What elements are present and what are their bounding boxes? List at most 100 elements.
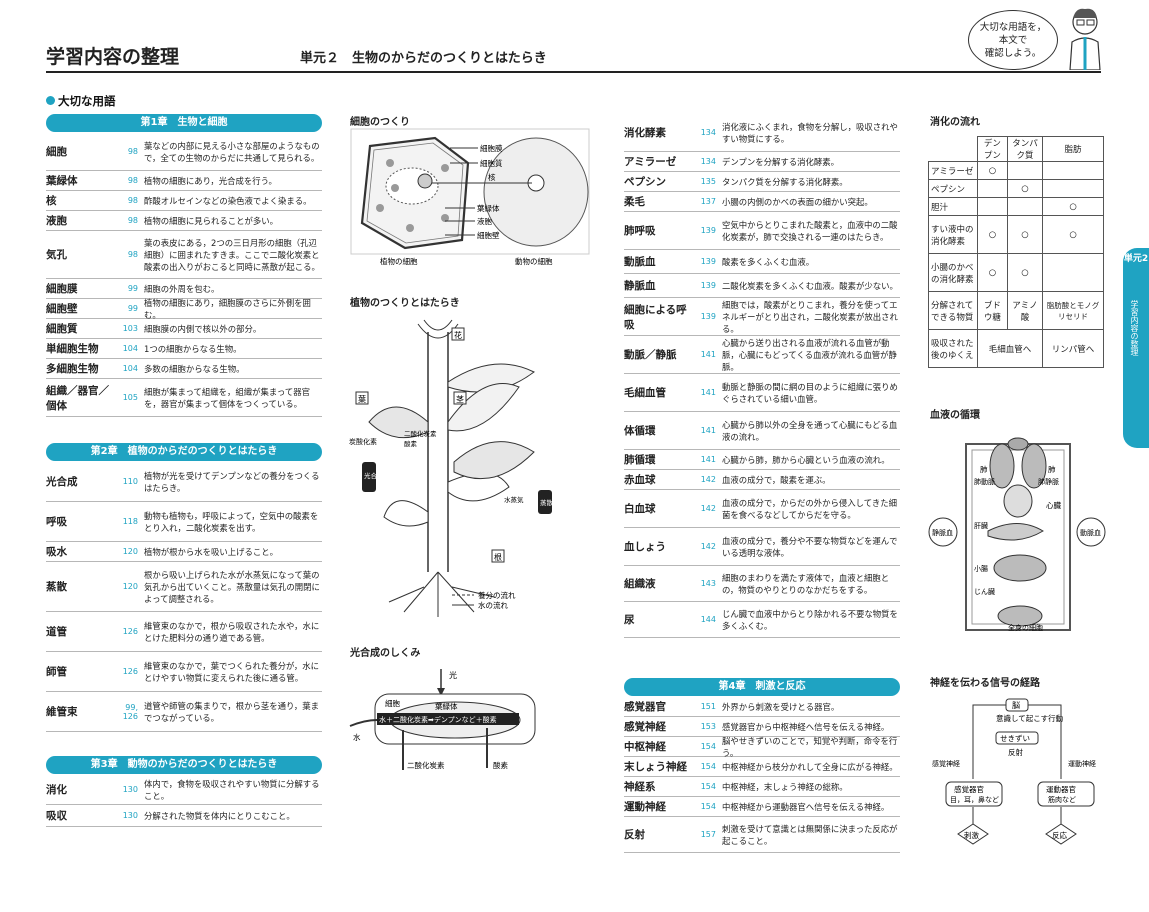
glossary-page-ref[interactable]: 130 [122, 785, 138, 794]
glossary-page-ref[interactable]: 139 [700, 312, 716, 321]
glossary-page-ref[interactable]: 99, 126 [122, 702, 138, 721]
cell-label: 葉緑体 [477, 203, 500, 213]
glossary-page-ref[interactable]: 139 [700, 257, 716, 266]
unit-side-tab[interactable]: 単元2 学習内容の整理 [1123, 248, 1149, 448]
plant-label: 葉 [358, 394, 366, 404]
glossary-page-ref[interactable]: 126 [122, 667, 138, 676]
glossary-description: 刺激を受けて意識とは無関係に決まった反応が起こること。 [722, 823, 898, 846]
blood-label: 肺静脈 [1038, 477, 1059, 486]
chapter-1-header: 第1章 生物と細胞 [46, 114, 322, 132]
digestion-cell: ○ [1006, 215, 1044, 254]
glossary-page-ref[interactable]: 141 [700, 350, 716, 359]
glossary-page-ref[interactable]: 135 [700, 177, 716, 186]
glossary-description: 酢酸オルセインなどの染色液でよく染まる。 [144, 195, 312, 206]
glossary-page-ref[interactable]: 99 [127, 304, 138, 313]
plant-cell-caption: 植物の細胞 [380, 256, 418, 266]
glossary-page-ref[interactable]: 144 [700, 615, 716, 624]
glossary-page-ref[interactable]: 141 [700, 388, 716, 397]
glossary-page-ref[interactable]: 134 [700, 157, 716, 166]
digestion-cell [1042, 161, 1104, 180]
glossary-term: 感覚神経 [624, 721, 666, 733]
glossary-page-ref[interactable]: 99 [127, 284, 138, 293]
glossary-page-ref[interactable]: 120 [122, 582, 138, 591]
glossary-page-ref[interactable]: 154 [700, 762, 716, 771]
equation-label: 水＋二酸化炭素➡デンプンなど＋酸素 [379, 715, 497, 724]
digestion-row-label: すい液中の消化酵素 [928, 215, 978, 254]
blood-label: 動脈血 [1080, 528, 1101, 537]
glossary-description: 葉の表皮にある，2つの三日月形の細胞（孔辺細胞）に囲まれたすきま。ここで二酸化炭… [144, 237, 320, 272]
glossary-page-ref[interactable]: 141 [700, 455, 716, 464]
glossary-page-ref[interactable]: 98 [127, 147, 138, 156]
plant-box: 二酸化炭素 [404, 429, 437, 438]
glossary-page-ref[interactable]: 154 [700, 742, 716, 751]
glossary-page-ref[interactable]: 141 [700, 426, 716, 435]
cell-label: 細胞壁 [477, 230, 500, 240]
glossary-term: 組織液 [624, 578, 656, 590]
blood-label: 心臓 [1046, 500, 1062, 510]
glossary-term: 体循環 [624, 425, 656, 437]
glossary-page-ref[interactable]: 118 [122, 517, 138, 526]
glossary-term: 細胞壁 [46, 303, 78, 315]
glossary-page-ref[interactable]: 130 [122, 811, 138, 820]
digestion-col-header: 脂肪 [1042, 136, 1104, 162]
glossary-page-ref[interactable]: 139 [700, 281, 716, 290]
glossary-page-ref[interactable]: 104 [122, 344, 138, 353]
glossary-heading-text: 大切な用語 [58, 94, 116, 108]
glossary-term: 細胞質 [46, 323, 78, 335]
glossary-description: 動物も植物も，呼吸によって，空気中の酸素をとり入れ，二酸化炭素を出す。 [144, 510, 319, 533]
glossary-term: 細胞 [46, 146, 67, 158]
glossary-description: 空気中からとりこまれた酸素と，血液中の二酸化炭素が，肺で交換される一連のはたらき… [722, 219, 898, 242]
legend-nutrient: 養分の流れ [478, 590, 516, 600]
glossary-description: 酸素を多くふくむ血液。 [722, 256, 815, 267]
cell-label: 細胞質 [480, 158, 503, 168]
digestion-table: デンプン タンパク質 脂肪 アミラーゼ○ ペプシン○ 胆汁○ すい液中の消化酵素… [928, 136, 1104, 368]
glossary-page-ref[interactable]: 142 [700, 475, 716, 484]
digestion-cell: ○ [1042, 215, 1104, 254]
glossary-page-ref[interactable]: 105 [122, 393, 138, 402]
glossary-description: 植物が光を受けてデンプンなどの養分をつくるはたらき。 [144, 470, 320, 493]
glossary-page-ref[interactable]: 157 [700, 830, 716, 839]
glossary-page-ref[interactable]: 98 [127, 176, 138, 185]
glossary-page-ref[interactable]: 98 [127, 196, 138, 205]
speech-bubble: 大切な用語を， 本文で 確認しよう。 [968, 10, 1058, 70]
glossary-page-ref[interactable]: 126 [122, 627, 138, 636]
chloroplast-label: 葉緑体 [435, 701, 458, 711]
glossary-page-ref[interactable]: 120 [122, 547, 138, 556]
page-title: 学習内容の整理 [46, 46, 180, 68]
glossary-page-ref[interactable]: 104 [122, 364, 138, 373]
glossary-page-ref[interactable]: 110 [122, 477, 138, 486]
glossary-page-ref[interactable]: 142 [700, 542, 716, 551]
blood-label: 肺 [1048, 465, 1056, 474]
glossary-page-ref[interactable]: 142 [700, 504, 716, 513]
nerve-label: 目，耳，鼻など [950, 795, 999, 804]
glossary-term: 消化 [46, 784, 67, 796]
glossary-page-ref[interactable]: 103 [122, 324, 138, 333]
chapter-2-header: 第2章 植物のからだのつくりとはたらき [46, 443, 322, 461]
side-tab-number: 単元2 [1123, 254, 1149, 264]
glossary-page-ref[interactable]: 98 [127, 216, 138, 225]
glossary-page-ref[interactable]: 139 [700, 226, 716, 235]
glossary-page-ref[interactable]: 143 [700, 579, 716, 588]
glossary-description: 根から吸い上げられた水が水蒸気になって葉の気孔から出ていくこと。蒸散量は気孔の開… [144, 569, 320, 604]
glossary-page-ref[interactable]: 137 [700, 197, 716, 206]
glossary-page-ref[interactable]: 151 [700, 702, 716, 711]
glossary-term: 動脈／静脈 [624, 349, 677, 361]
glossary-page-ref[interactable]: 154 [700, 782, 716, 791]
glossary-page-ref[interactable]: 98 [127, 250, 138, 259]
digestion-cell [1006, 161, 1044, 180]
glossary-page-ref[interactable]: 134 [700, 128, 716, 137]
glossary-term: 細胞による呼吸 [624, 303, 687, 331]
glossary-page-ref[interactable]: 154 [700, 802, 716, 811]
digestion-cell [1006, 197, 1044, 216]
glossary-page-ref[interactable]: 153 [700, 722, 716, 731]
